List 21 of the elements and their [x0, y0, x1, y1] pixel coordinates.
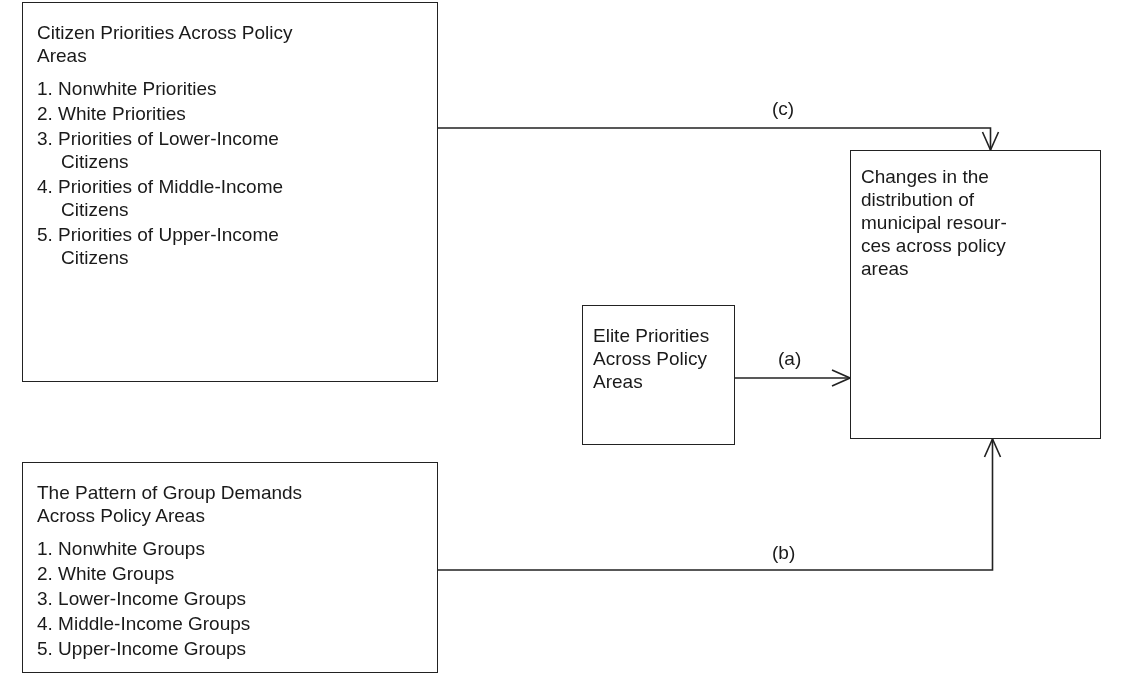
list-item: 3. Priorities of Lower-Income Citizens: [37, 127, 280, 173]
list-item: 5. Priorities of Upper-Income Citizens: [37, 223, 280, 269]
arrow: [437, 438, 1002, 571]
process-box: [22, 462, 438, 673]
process-box: [582, 305, 735, 445]
box-text: Elite Priorities Across Policy Areas: [593, 324, 711, 393]
box-heading: The Pattern of Group Demands Across Policy Areas: [37, 481, 304, 527]
process-box: [22, 2, 438, 382]
list-item: 1. Nonwhite Priorities: [37, 77, 218, 100]
box-text: Changes in the distribution of municipal resour-ces across policy areas: [861, 165, 1008, 280]
list-item: 2. White Groups: [37, 562, 176, 585]
process-box: [850, 150, 1101, 439]
arrow: [734, 369, 851, 387]
list-item: 2. White Priorities: [37, 102, 187, 125]
list-item: 4. Middle-Income Groups: [37, 612, 252, 635]
box-heading: Citizen Priorities Across Policy Areas: [37, 21, 294, 67]
arrow: [437, 127, 1000, 151]
list-item: 3. Lower-Income Groups: [37, 587, 248, 610]
list-item: 1. Nonwhite Groups: [37, 537, 206, 560]
list-item: 5. Upper-Income Groups: [37, 637, 248, 660]
list-item: 4. Priorities of Middle-Income Citizens: [37, 175, 285, 221]
